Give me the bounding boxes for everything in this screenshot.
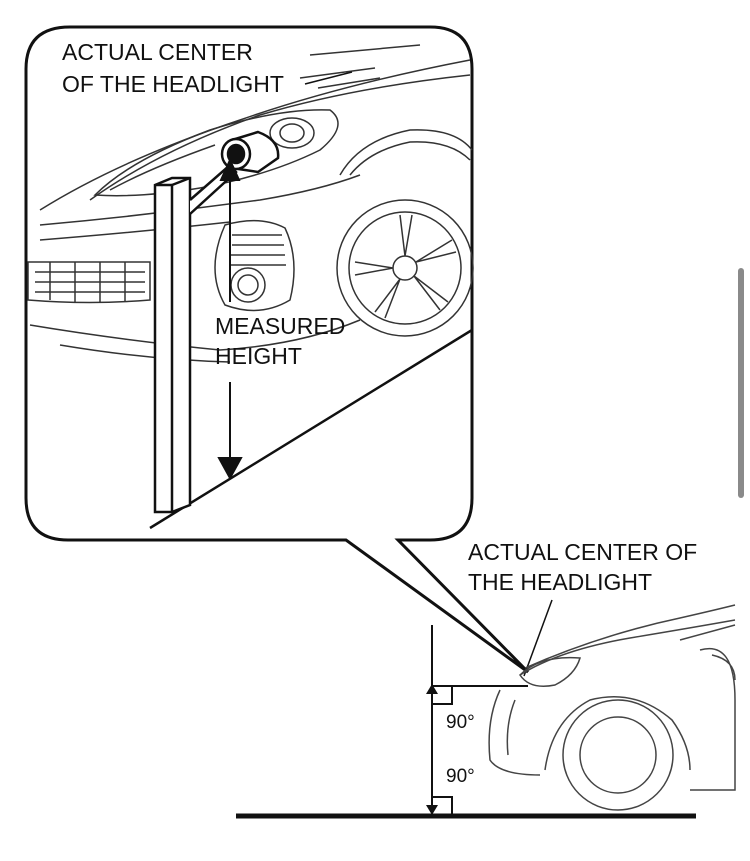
main-center-label-line1: ACTUAL CENTER OF: [468, 539, 697, 565]
measured-height-arrow: [217, 157, 243, 481]
zoomed-car-front: [27, 44, 474, 363]
vertical-scrollbar[interactable]: [738, 268, 744, 498]
callout-center-label-line2: OF THE HEADLIGHT: [62, 71, 284, 97]
measured-height-label-line1: MEASURED: [215, 313, 345, 339]
aiming-lamp: [220, 130, 280, 174]
reference-lines: [431, 625, 528, 815]
main-height-arrows: [426, 684, 438, 815]
callout-center-leader: [304, 71, 353, 85]
main-center-label-line2: THE HEADLIGHT: [468, 569, 652, 595]
measured-height-label-line2: HEIGHT: [215, 343, 302, 369]
callout-center-label-line1: ACTUAL CENTER: [62, 39, 253, 65]
angle-label-lower: 90°: [446, 766, 475, 787]
main-car-front: [488, 604, 736, 811]
zoom-ground-line: [149, 328, 473, 530]
angle-label-upper: 90°: [446, 712, 475, 733]
wheel-spokes: [354, 214, 457, 319]
measuring-pole: [153, 163, 238, 514]
main-center-leader: [523, 599, 553, 677]
callout-bubble: [24, 25, 530, 674]
